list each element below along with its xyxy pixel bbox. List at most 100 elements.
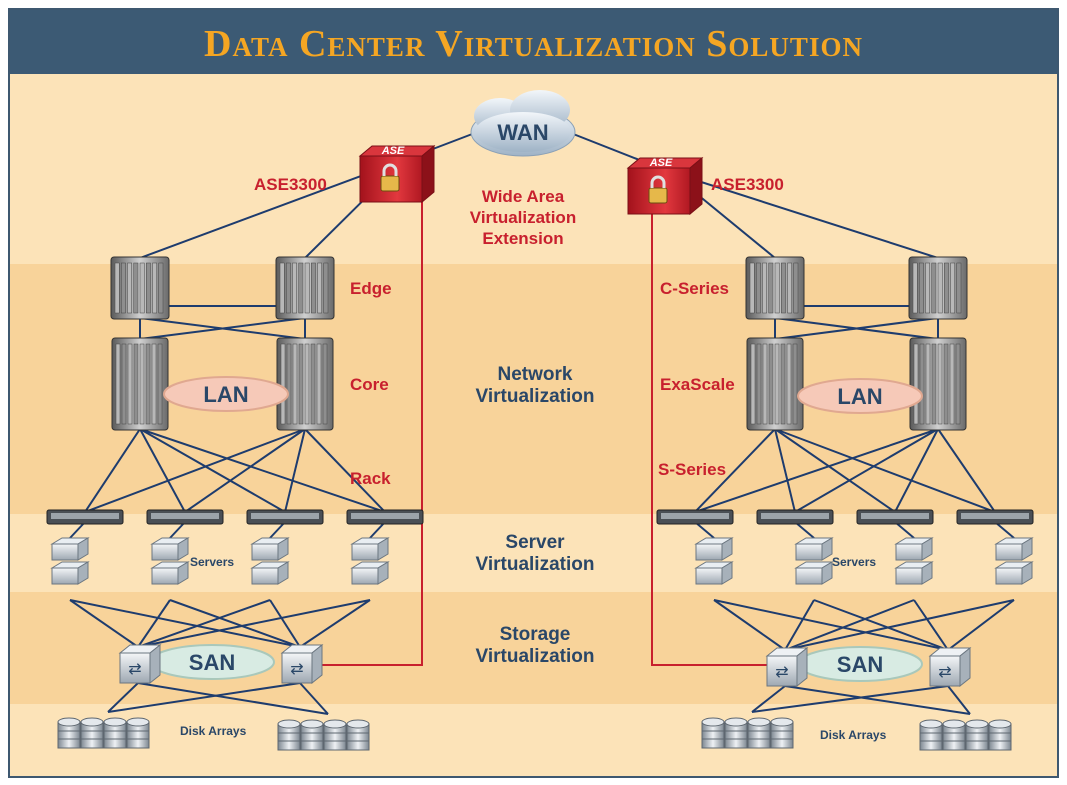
lan-label-left: LAN xyxy=(203,382,248,407)
disk-top xyxy=(323,719,347,729)
server-front xyxy=(151,567,179,585)
tier-edge-right: C-Series xyxy=(660,279,729,298)
lan-label-right: LAN xyxy=(837,384,882,409)
chassis-slot xyxy=(756,343,762,425)
rack-switch xyxy=(146,509,224,525)
link-line xyxy=(994,521,1015,539)
san-switch-side xyxy=(149,643,161,685)
server-front xyxy=(795,567,823,585)
disk-top xyxy=(300,719,324,729)
chassis-slot xyxy=(956,262,962,314)
ase-badge-left: ASE xyxy=(381,145,405,157)
storage-line-2: Virtualization xyxy=(476,646,595,667)
server-stack xyxy=(250,537,290,585)
server-front xyxy=(895,567,923,585)
chassis-slot xyxy=(311,262,316,314)
rack-switch xyxy=(656,509,734,525)
link-line xyxy=(69,599,139,648)
chassis-slot xyxy=(913,343,919,425)
rack-switch xyxy=(246,509,324,525)
chassis-slot xyxy=(145,343,151,425)
disk-top xyxy=(988,719,1012,729)
chassis-slot xyxy=(292,343,298,425)
chassis-slot xyxy=(152,262,157,314)
wide-area-line-1: Wide Area xyxy=(482,187,565,206)
wan-label: WAN xyxy=(497,120,548,145)
link-line xyxy=(774,428,896,513)
edge-chassis-switch xyxy=(908,256,968,320)
padlock-icon xyxy=(380,175,400,192)
san-switch: ⇄ xyxy=(765,646,809,688)
san-switch-front xyxy=(766,655,798,687)
chassis-slot xyxy=(925,343,931,425)
ase-label-left: ASE3300 xyxy=(254,175,327,194)
link-line xyxy=(774,428,996,513)
server-front xyxy=(895,543,923,561)
link-line xyxy=(137,599,371,648)
chassis-slot xyxy=(774,262,780,314)
server-side xyxy=(277,561,289,585)
chassis-slot xyxy=(121,343,127,425)
rack-switch xyxy=(346,509,424,525)
padlock-icon xyxy=(648,187,668,204)
server-side xyxy=(377,561,389,585)
page-title: Data Center Virtualization Solution xyxy=(204,23,863,65)
server-side xyxy=(821,561,833,585)
link-line xyxy=(269,521,286,539)
chassis-slot xyxy=(768,343,774,425)
ase-label-right: ASE3300 xyxy=(711,175,784,194)
server-stack xyxy=(350,537,390,585)
chassis-slot xyxy=(925,262,930,314)
server-front xyxy=(995,543,1023,561)
link-line xyxy=(694,521,715,539)
chassis-slot xyxy=(944,262,949,314)
chassis-slot xyxy=(781,262,786,314)
link-line xyxy=(784,599,815,651)
network-diagram: WAN ASE ASE LAN LAN xyxy=(10,74,1057,776)
disk-top xyxy=(346,719,370,729)
chassis-slot xyxy=(937,343,943,425)
edge-chassis-switch xyxy=(745,256,805,320)
chassis-slot xyxy=(280,343,286,425)
switch-arrows-icon: ⇄ xyxy=(775,662,788,681)
link-line xyxy=(947,599,1015,651)
chassis-slot xyxy=(950,262,955,314)
link-line xyxy=(794,521,815,539)
disk-top xyxy=(965,719,989,729)
chassis-slot xyxy=(756,262,761,314)
server-side xyxy=(277,537,289,561)
disk-array xyxy=(919,719,1012,751)
wide-area-line-2: Virtualization xyxy=(470,208,576,227)
chassis-slot xyxy=(955,343,961,425)
san-switch-front xyxy=(281,652,313,684)
ase-badge-right: ASE xyxy=(649,157,673,169)
tier-core-right: ExaScale xyxy=(660,375,735,394)
link-line xyxy=(137,599,271,648)
chassis-slot xyxy=(298,343,304,425)
servers-label-right: Servers xyxy=(832,555,876,569)
chassis-slot xyxy=(316,343,322,425)
chassis-slot xyxy=(780,343,786,425)
chassis-slot xyxy=(919,343,925,425)
server-side xyxy=(921,537,933,561)
link-line xyxy=(84,428,141,513)
link-line xyxy=(751,685,949,713)
disk-top xyxy=(80,717,104,727)
chassis-slot xyxy=(931,262,937,314)
link-line xyxy=(69,599,301,648)
tier-edge-left: Edge xyxy=(350,279,392,298)
servers-label-left: Servers xyxy=(190,555,234,569)
link-line xyxy=(169,599,301,648)
link-line xyxy=(139,317,306,340)
link-line xyxy=(669,171,939,259)
link-line xyxy=(894,428,939,513)
link-line xyxy=(784,685,971,715)
link-line xyxy=(813,599,949,651)
disk-array xyxy=(701,717,794,749)
wide-area-line-3: Extension xyxy=(482,229,563,248)
san-switch-side xyxy=(796,646,808,688)
chassis-slot xyxy=(323,262,329,314)
chassis-slot xyxy=(762,343,768,425)
server-stack xyxy=(794,537,834,585)
link-line xyxy=(137,599,171,648)
